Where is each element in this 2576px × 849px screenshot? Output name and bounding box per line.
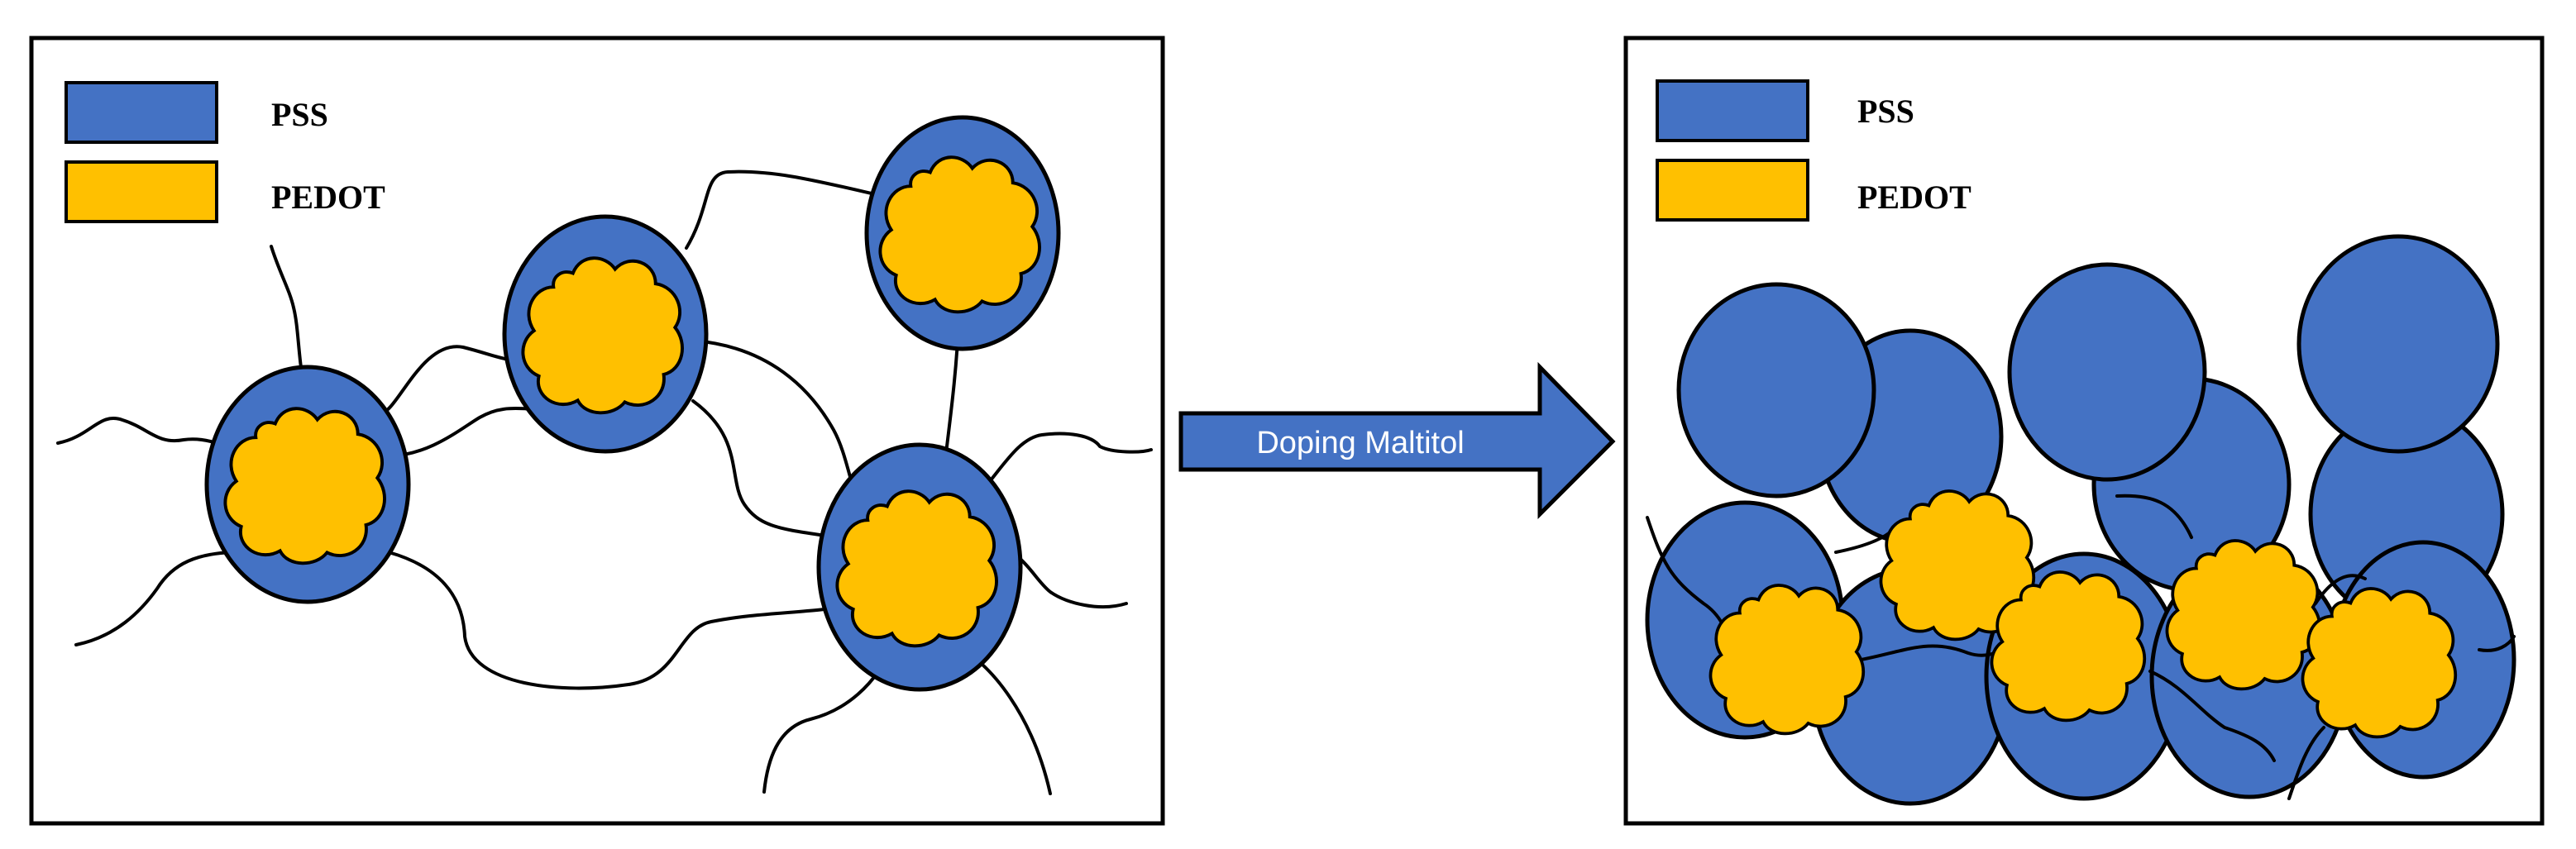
left-panel: PSS PEDOT [29,36,1165,826]
right-legend-pedot-swatch [1656,159,1809,222]
right-legend-pss-swatch [1656,79,1809,142]
pss-grain [1676,282,1876,498]
left-core-shell-particle [864,115,1061,351]
chain [387,551,853,690]
chain [2148,670,2276,762]
doping-arrow: Doping Maltitol [1178,361,1616,520]
chain [974,432,1153,499]
left-core-shell-particle [204,365,411,604]
left-legend-pedot-swatch [65,160,218,223]
chain [2287,726,2325,800]
left-legend-pss-label: PSS [271,96,328,133]
chain [2115,494,2193,539]
pss-grain [2296,234,2500,454]
chain [685,169,895,250]
right-panel: PSS PEDOT [1623,36,2545,826]
left-legend-pedot-label: PEDOT [271,179,385,216]
chain [691,399,837,539]
chain [2314,574,2367,605]
left-core-shell-particle [816,442,1023,692]
left-legend: PSS PEDOT [65,81,385,223]
chain [2478,635,2516,652]
pss-grain [2007,262,2207,482]
right-legend-pedot-label: PEDOT [1857,179,1971,216]
arrow-shape [1178,361,1616,520]
arrow-label: Doping Maltitol [1256,426,1464,460]
right-legend: PSS PEDOT [1656,79,1971,222]
chain [74,551,233,646]
left-legend-pss-swatch [65,81,218,144]
right-legend-pss-label: PSS [1857,93,1914,130]
left-core-shell-particle [502,214,709,454]
